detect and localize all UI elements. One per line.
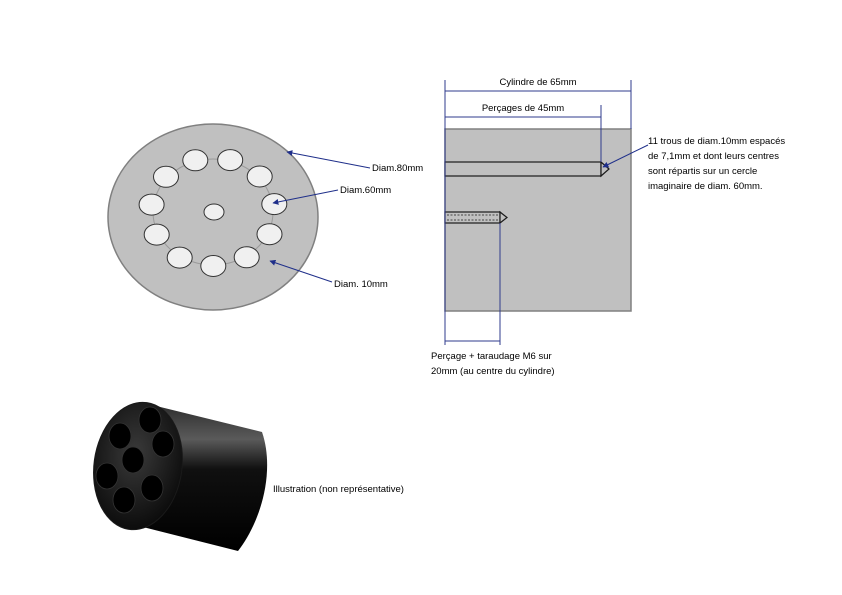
bore-length-label: Perçages de 45mm bbox=[482, 103, 564, 114]
pattern-hole bbox=[256, 223, 283, 246]
hole-diameter-leader bbox=[269, 259, 333, 283]
tap-note-line-2: 20mm (au centre du cylindre) bbox=[431, 366, 555, 377]
face-holes bbox=[95, 406, 175, 514]
outer-diameter-leader bbox=[286, 150, 371, 169]
pitch-diameter-leader bbox=[272, 189, 339, 205]
holes-note-line-2: de 7,1mm et dont leurs centres bbox=[648, 151, 779, 162]
pattern-hole bbox=[200, 255, 227, 277]
length-label: Cylindre de 65mm bbox=[499, 77, 576, 88]
pattern-hole bbox=[138, 193, 165, 216]
holes-note-line-1: 11 trous de diam.10mm espacés bbox=[648, 136, 785, 147]
side-view: Cylindre de 65mm Perçages de 45mm 11 tro… bbox=[431, 77, 785, 377]
pattern-hole bbox=[246, 165, 273, 188]
pattern-hole bbox=[143, 223, 170, 246]
pitch-diameter-label: Diam.60mm bbox=[340, 185, 391, 196]
tap-note-line-1: Perçage + taraudage M6 sur bbox=[431, 351, 552, 362]
front-view: Diam.80mm Diam.60mm Diam. 10mm bbox=[107, 123, 423, 311]
pattern-hole bbox=[261, 193, 288, 216]
outer-diameter-label: Diam.80mm bbox=[372, 163, 423, 174]
pattern-hole bbox=[182, 149, 209, 172]
long-bore bbox=[444, 160, 610, 178]
holes-note-leader bbox=[602, 144, 649, 168]
illustration-image: Illustration (non représentative) bbox=[93, 401, 404, 551]
pattern-hole bbox=[233, 246, 260, 269]
pattern-hole bbox=[166, 246, 193, 269]
pattern-hole bbox=[153, 165, 179, 188]
tapped-hole bbox=[444, 210, 508, 225]
illustration-caption: Illustration (non représentative) bbox=[273, 484, 404, 495]
hole-diameter-label: Diam. 10mm bbox=[334, 279, 388, 290]
pattern-hole bbox=[217, 149, 244, 172]
holes-note-line-3: sont répartis sur un cercle bbox=[648, 166, 757, 177]
center-hole bbox=[203, 203, 225, 221]
holes-note-line-4: imaginaire de diam. 60mm. bbox=[648, 181, 763, 192]
